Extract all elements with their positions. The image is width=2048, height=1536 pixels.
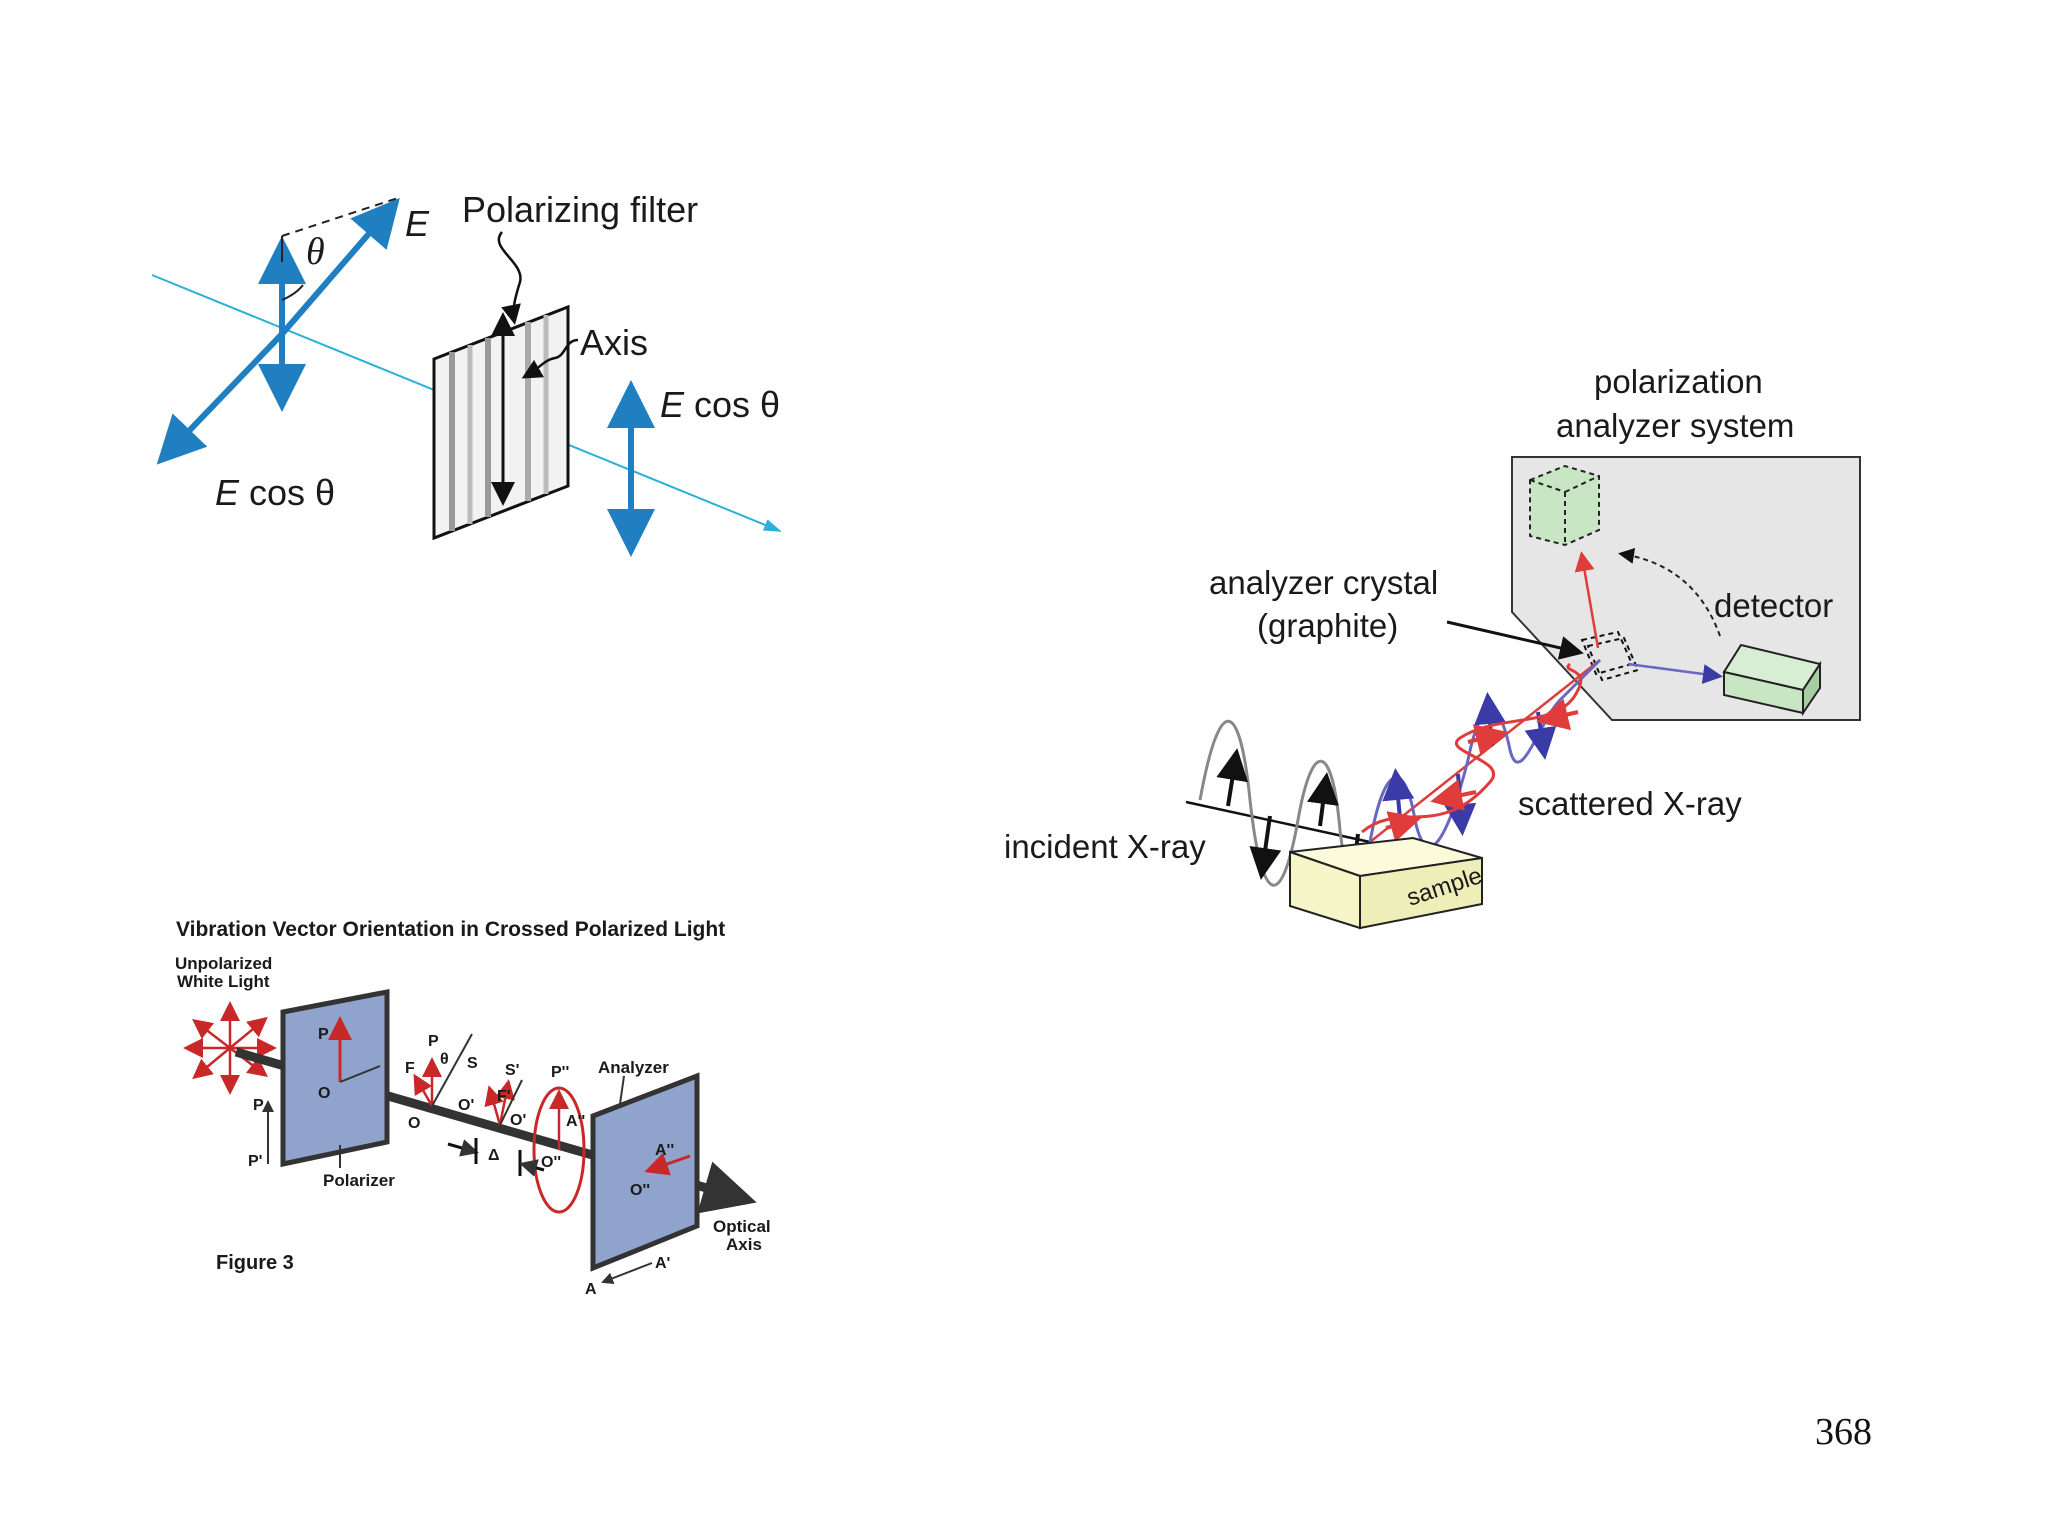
label-p-top: P bbox=[428, 1033, 439, 1050]
label-polarization: polarization bbox=[1594, 363, 1763, 400]
delta-arrow-left bbox=[447, 1139, 479, 1157]
label-p-dprime: P'' bbox=[551, 1064, 569, 1081]
label-theta-small: θ bbox=[440, 1051, 449, 1068]
scattered-wave-red-vectors bbox=[1385, 698, 1579, 842]
label-a-prime: A' bbox=[655, 1255, 670, 1272]
label-f-prime: F' bbox=[497, 1088, 511, 1105]
e-vector-arrow bbox=[279, 197, 400, 336]
label-o-prime: O' bbox=[458, 1097, 474, 1114]
label-o-lower: O bbox=[408, 1115, 420, 1132]
label-figure-3: Figure 3 bbox=[216, 1252, 294, 1274]
label-s: S bbox=[467, 1055, 478, 1072]
incident-beam-line bbox=[1185, 800, 1371, 844]
label-e-cos-theta-right: E cos θ bbox=[660, 384, 780, 425]
intermediate-vectors bbox=[413, 1057, 515, 1126]
filter-pointer-squiggle bbox=[497, 231, 522, 325]
page-number: 368 bbox=[1815, 1411, 1872, 1453]
unpolarized-light-starburst bbox=[183, 1001, 277, 1095]
detector-rotation-arrow bbox=[1618, 547, 1721, 637]
polarizer-plate bbox=[280, 988, 390, 1168]
polarizing-filter-figure: E θ Polarizing filter Axis E cos θ E cos… bbox=[151, 189, 782, 557]
label-o-prime-2: O' bbox=[510, 1112, 526, 1129]
label-s-prime: S' bbox=[505, 1062, 519, 1079]
label-detector: detector bbox=[1714, 587, 1833, 624]
a-prime-arrow bbox=[601, 1262, 653, 1284]
detector-box bbox=[1722, 643, 1822, 717]
e-vector-arrow-back bbox=[156, 331, 285, 465]
crossed-polarized-light-figure: Vibration Vector Orientation in Crossed … bbox=[175, 918, 771, 1298]
label-p-prime-left: P' bbox=[248, 1153, 262, 1170]
s-axis-line bbox=[431, 1033, 473, 1107]
scattered-wave-red bbox=[1361, 662, 1583, 834]
label-a: A bbox=[585, 1281, 597, 1298]
analyzer-leader bbox=[619, 1075, 625, 1105]
label-axis-optical: Axis bbox=[726, 1235, 762, 1254]
dashed-reference-line bbox=[281, 197, 399, 237]
label-polarizer: Polarizer bbox=[323, 1171, 395, 1190]
label-e: E bbox=[405, 203, 430, 244]
detector-alternate-position bbox=[1529, 464, 1600, 547]
theta-arc bbox=[281, 284, 304, 301]
label-scattered-xray: scattered X-ray bbox=[1518, 785, 1742, 822]
label-o-dprime: O'' bbox=[541, 1154, 561, 1171]
label-graphite: (graphite) bbox=[1257, 607, 1398, 644]
label-theta: θ bbox=[306, 231, 325, 273]
delta-arrow-right bbox=[519, 1159, 545, 1177]
label-p: P bbox=[318, 1026, 329, 1043]
analyzer-crystal bbox=[1580, 630, 1640, 682]
label-o: O bbox=[318, 1085, 330, 1102]
polarizer-axis-tick bbox=[339, 1065, 381, 1083]
analyzer-a-vector bbox=[644, 1152, 691, 1176]
label-white-light: White Light bbox=[177, 972, 270, 991]
s-prime-axis-line bbox=[499, 1079, 523, 1126]
xray-polarization-figure: polarization analyzer system detector an… bbox=[1004, 363, 1861, 930]
crystal-pointer-arrow bbox=[1446, 620, 1584, 660]
axis-pointer-squiggle bbox=[521, 338, 579, 379]
label-analyzer-system: analyzer system bbox=[1556, 407, 1794, 444]
label-o-dprime-analyzer: O'' bbox=[630, 1182, 650, 1199]
label-incident-xray: incident X-ray bbox=[1004, 828, 1206, 865]
reflected-beam-blue bbox=[1627, 662, 1723, 684]
sample-block bbox=[1289, 836, 1483, 930]
reflected-beam-red bbox=[1574, 551, 1600, 649]
label-unpolarized: Unpolarized bbox=[175, 954, 272, 973]
label-axis: Axis bbox=[580, 322, 648, 363]
label-analyzer-crystal: analyzer crystal bbox=[1209, 564, 1438, 601]
label-e-cos-theta-left: E cos θ bbox=[215, 472, 335, 513]
label-optical: Optical bbox=[713, 1217, 771, 1236]
label-a-dprime: A'' bbox=[566, 1113, 585, 1130]
label-analyzer: Analyzer bbox=[598, 1058, 669, 1077]
label-p-left: P bbox=[253, 1097, 264, 1114]
label-f: F bbox=[405, 1060, 415, 1077]
label-polarizing-filter: Polarizing filter bbox=[462, 189, 698, 230]
figure-title: Vibration Vector Orientation in Crossed … bbox=[176, 918, 725, 941]
p-dprime-ellipse bbox=[532, 1086, 586, 1214]
label-delta: Δ bbox=[488, 1147, 500, 1164]
label-a-dprime-analyzer: A'' bbox=[655, 1142, 674, 1159]
analyzer-plate bbox=[590, 1072, 700, 1272]
